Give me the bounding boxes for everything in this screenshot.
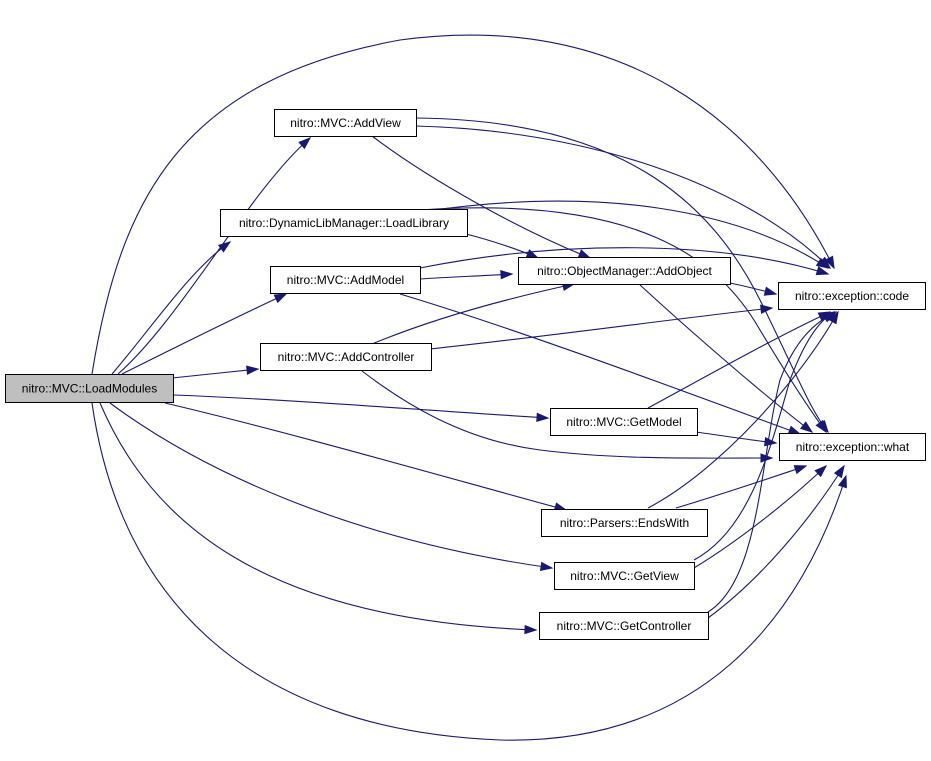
node-addcontroller-box: [260, 343, 432, 371]
edge-getview-what: [693, 465, 827, 569]
edge-addcontroller-code: [429, 307, 773, 350]
node-getmodel-box: [550, 408, 698, 436]
edge-endswith-code: [647, 311, 839, 509]
node-getcontroller[interactable]: nitro::MVC::GetController: [539, 612, 709, 640]
node-loadlibrary[interactable]: nitro::DynamicLibManager::LoadLibrary: [220, 209, 468, 237]
edge-addview-what: [415, 117, 829, 433]
node-loadlibrary-label: nitro::DynamicLibManager::LoadLibrary: [239, 216, 449, 230]
edge-getview-what-arrowhead: [814, 465, 828, 478]
edge-loadmodules-what-arrowhead: [837, 474, 847, 489]
edge-getmodel-what-arrowhead: [764, 436, 778, 447]
edge-loadmodules-getcontroller: [99, 402, 537, 631]
edge-addmodel-what-arrowhead: [787, 425, 802, 435]
node-addmodel-box: [270, 266, 421, 294]
call-edges: [91, 34, 847, 741]
edge-loadmodules-getmodel: [173, 394, 549, 419]
edge-addview-addobject: [371, 135, 591, 259]
node-code-box: [778, 282, 926, 310]
edge-getcontroller-what-arrowhead: [833, 464, 845, 479]
node-getmodel[interactable]: nitro::MVC::GetModel: [550, 408, 698, 436]
node-code-label: nitro::exception::code: [795, 289, 909, 303]
node-loadlibrary-box: [220, 209, 468, 237]
edge-addobject-what: [639, 284, 813, 433]
edge-loadmodules-getcontroller-arrowhead: [524, 624, 538, 635]
edge-addcontroller-what: [361, 370, 773, 459]
node-getview[interactable]: nitro::MVC::GetView: [554, 562, 695, 590]
edge-loadmodules-what: [91, 402, 847, 741]
edge-getcontroller-what: [707, 465, 845, 619]
edge-loadmodules-loadlibrary: [111, 241, 231, 375]
node-addobject-label: nitro::ObjectManager::AddObject: [537, 264, 712, 278]
node-getview-label: nitro::MVC::GetView: [570, 569, 679, 583]
edge-addmodel-code: [419, 247, 829, 275]
edge-loadmodules-code: [91, 34, 835, 375]
edge-loadmodules-addmodel: [121, 293, 287, 375]
edge-arrowheads: [217, 137, 847, 635]
node-what-box: [779, 433, 926, 461]
node-endswith-label: nitro::Parsers::EndsWith: [560, 516, 689, 530]
node-addcontroller[interactable]: nitro::MVC::AddController: [260, 343, 432, 371]
node-addmodel-label: nitro::MVC::AddModel: [287, 273, 404, 287]
edge-endswith-code-arrowhead: [828, 310, 839, 325]
edge-loadmodules-getview-arrowhead: [539, 561, 554, 572]
node-what[interactable]: nitro::exception::what: [779, 433, 926, 461]
edge-addcontroller-addobject: [371, 283, 575, 345]
edge-loadmodules-loadlibrary-arrowhead: [217, 241, 232, 253]
edge-addmodel-what: [399, 293, 801, 435]
edge-loadmodules-getmodel-arrowhead: [536, 412, 550, 422]
node-addview-label: nitro::MVC::AddView: [290, 116, 401, 130]
edge-loadmodules-addview-arrowhead: [298, 137, 312, 150]
edge-addview-addobject-arrowhead: [577, 249, 592, 259]
node-loadmodules[interactable]: nitro::MVC::LoadModules: [5, 374, 174, 403]
edge-loadlibrary-what: [419, 207, 827, 433]
edge-loadmodules-addcontroller-arrowhead: [246, 365, 260, 375]
edge-getcontroller-code-arrowhead: [823, 311, 838, 322]
edge-endswith-what: [675, 465, 807, 509]
node-addobject[interactable]: nitro::ObjectManager::AddObject: [518, 257, 731, 285]
edge-loadmodules-addview: [117, 137, 311, 375]
node-what-label: nitro::exception::what: [796, 440, 910, 454]
node-getmodel-label: nitro::MVC::GetModel: [566, 415, 681, 429]
edge-addmodel-addobject-arrowhead: [500, 269, 514, 280]
edge-addobject-what-arrowhead: [800, 421, 814, 433]
edge-getview-code: [693, 311, 835, 561]
edge-addcontroller-code-arrowhead: [760, 304, 774, 314]
node-loadmodules-box: [5, 374, 174, 403]
edge-loadmodules-addmodel-arrowhead: [273, 293, 288, 304]
node-addview[interactable]: nitro::MVC::AddView: [274, 109, 417, 137]
edge-loadmodules-getview: [109, 402, 553, 569]
edge-loadmodules-endswith: [164, 402, 567, 511]
edge-loadlibrary-what-arrowhead: [815, 419, 827, 434]
edge-addobject-code-arrowhead: [763, 286, 778, 296]
node-addmodel[interactable]: nitro::MVC::AddModel: [270, 266, 421, 294]
edge-addcontroller-what-arrowhead: [760, 453, 774, 463]
node-getview-box: [554, 562, 695, 590]
node-endswith-box: [541, 509, 708, 537]
edge-addmodel-code-arrowhead: [815, 266, 830, 276]
edge-addmodel-addobject: [419, 273, 513, 280]
node-addview-box: [274, 109, 417, 137]
edge-loadlibrary-code-arrowhead: [815, 257, 830, 269]
edge-loadmodules-addcontroller: [171, 368, 259, 379]
edge-addview-code: [415, 125, 831, 269]
edge-getcontroller-code: [707, 311, 837, 613]
edge-endswith-what-arrowhead: [793, 465, 808, 475]
node-getcontroller-label: nitro::MVC::GetController: [557, 619, 692, 633]
node-endswith[interactable]: nitro::Parsers::EndsWith: [541, 509, 708, 537]
node-getcontroller-box: [539, 612, 709, 640]
call-nodes: nitro::MVC::LoadModules nitro::MVC::AddV…: [5, 109, 926, 640]
node-code[interactable]: nitro::exception::code: [778, 282, 926, 310]
edge-loadmodules-code-arrowhead: [824, 255, 835, 270]
edge-getmodel-code: [647, 311, 831, 409]
node-addobject-box: [518, 257, 731, 285]
node-addcontroller-label: nitro::MVC::AddController: [278, 350, 415, 364]
edge-loadlibrary-code: [419, 200, 829, 269]
node-loadmodules-label: nitro::MVC::LoadModules: [22, 382, 157, 396]
